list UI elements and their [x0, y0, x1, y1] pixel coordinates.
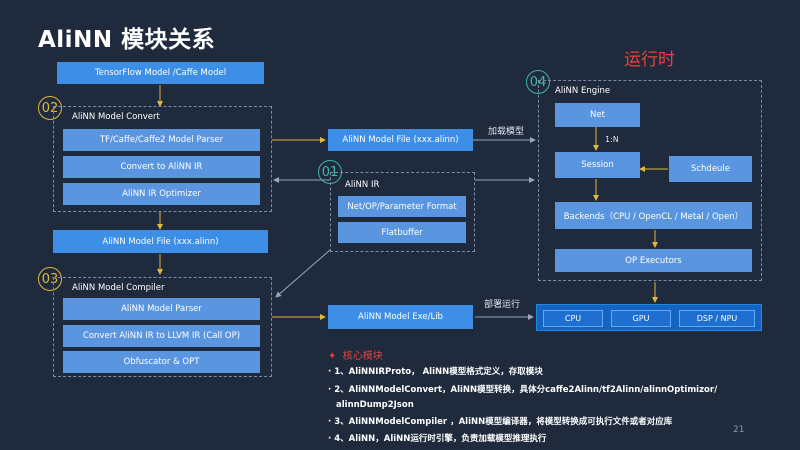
page-title: AliNN 模块关系 [38, 27, 216, 53]
edge-ir-to-compiler [275, 249, 331, 298]
engine-backends: Backends（CPU / OpenCL / Metal / Open） [555, 202, 752, 229]
core-line-4: · 4、AliNN，AliNN运行时引擎，负责加载模型推理执行 [328, 434, 547, 444]
model-exe-box: AliNN Model Exe/Lib [328, 305, 473, 329]
badge-02: 02 [38, 96, 62, 120]
engine-net: Net [555, 103, 640, 127]
hardware-gpu: GPU [611, 310, 671, 327]
ir-item-format: Net/OP/Parameter Format [338, 196, 466, 217]
core-line-3: · 3、AliNNModelCompiler ，AliNN模型编译器，将模型转换… [328, 417, 673, 427]
convert-group-label: AliNN Model Convert [72, 112, 160, 122]
core-line-2b: alinnDump2Json [336, 400, 414, 410]
core-line-2: · 2、AliNNModelConvert，AliNN模型转换，具体分caffe… [328, 385, 718, 395]
compiler-group [53, 277, 272, 377]
engine-group [538, 80, 762, 281]
page-number: 21 [733, 425, 745, 435]
edge-label-load: 加载模型 [488, 127, 525, 137]
compiler-item-parser: AliNN Model Parser [63, 298, 260, 320]
ir-group-label: AliNN IR [345, 180, 380, 190]
compiler-item-llvm: Convert AliNN IR to LLVM IR (Call OP) [63, 325, 260, 347]
convert-item-parser: TF/Caffe/Caffe2 Model Parser [63, 129, 260, 151]
engine-session: Session [555, 152, 640, 178]
runtime-label: 运行时 [624, 50, 675, 70]
core-line-2-text: 2、AliNNModelConvert，AliNN模型转换，具体分caffe2A… [334, 385, 718, 395]
compiler-item-obfuscator: Obfuscator & OPT [63, 351, 260, 373]
source-model-box: TensorFlow Model /Caffe Model [57, 62, 264, 84]
hardware-dsp-npu: DSP / NPU [679, 310, 755, 327]
engine-ratio: 1:N [605, 135, 619, 144]
core-modules-heading: ✦ 核心模块 [328, 347, 383, 362]
core-line-1-text: 1、AliNNIRProto， AliNN模型格式定义，存取模块 [334, 367, 543, 377]
convert-item-optimizer: AliNN IR Optimizer [63, 183, 260, 205]
ir-item-flatbuffer: Flatbuffer [338, 222, 466, 243]
edge-label-deploy: 部署运行 [484, 300, 521, 310]
hardware-cpu: CPU [543, 310, 603, 327]
core-line-1: · 1、AliNNIRProto， AliNN模型格式定义，存取模块 [328, 367, 543, 377]
core-line-4-text: 4、AliNN，AliNN运行时引擎，负责加载模型推理执行 [334, 434, 547, 444]
model-file-left: AliNN Model File (xxx.alinn) [53, 230, 268, 253]
engine-group-label: AliNN Engine [555, 86, 611, 96]
compiler-group-label: AliNN Model Compiler [72, 283, 165, 293]
engine-schedule: Schdeule [669, 156, 752, 182]
convert-item-to-ir: Convert to AliNN IR [63, 156, 260, 178]
ir-group [330, 172, 475, 252]
core-heading-text: 核心模块 [342, 351, 383, 362]
core-line-3-text: 3、AliNNModelCompiler ，AliNN模型编译器，将模型转换成可… [334, 417, 673, 427]
model-file-center: AliNN Model File (xxx.alinn) [328, 129, 473, 151]
badge-03: 03 [38, 267, 62, 291]
star-icon: ✦ [328, 351, 343, 362]
convert-group [53, 106, 272, 212]
engine-op-executors: OP Executors [555, 249, 752, 272]
